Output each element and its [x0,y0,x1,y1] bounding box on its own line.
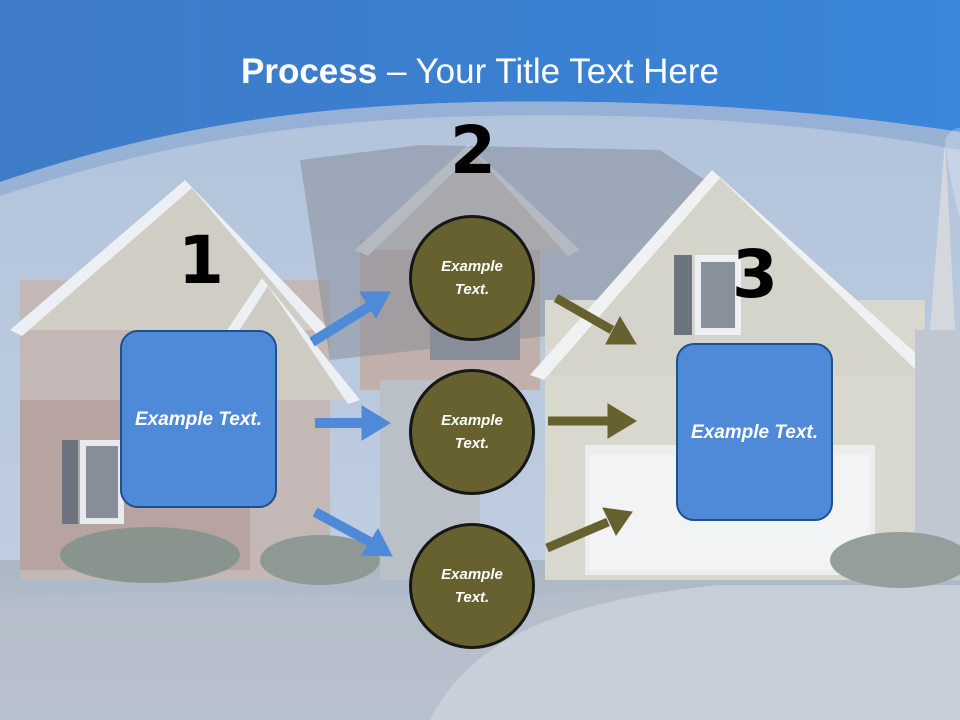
blue-arrows [309,291,393,557]
slide-title: Process – Your Title Text Here [0,52,960,92]
arrow-circle-top-to-box [553,294,637,345]
step-3-text: Example Text. [690,421,819,443]
step-1-box: Example Text. [120,330,277,508]
circle-top-text: Example Text. [441,258,503,298]
circle-middle-text: Example Text. [441,412,503,452]
step-number-2: 2 [450,112,496,189]
step-2-circle-middle: Example Text. [409,369,535,495]
step-2-circle-top: Example Text. [409,215,535,341]
arrow-box-to-circle-top [309,291,391,347]
step-3-box: Example Text. [676,343,833,521]
arrow-circle-middle-to-box [548,403,637,439]
arrow-circle-bottom-to-box [545,507,633,553]
title-rest: – Your Title Text Here [377,52,719,91]
step-number-3: 3 [732,236,778,313]
olive-arrows [545,294,637,553]
step-1-text: Example Text. [134,408,263,430]
arrow-box-to-circle-middle [315,405,391,441]
step-2-circle-bottom: Example Text. [409,523,535,649]
circle-bottom-text: Example Text. [441,566,503,606]
arrow-box-to-circle-bottom [312,507,393,557]
step-number-1: 1 [178,222,224,299]
title-bold: Process [241,52,378,91]
